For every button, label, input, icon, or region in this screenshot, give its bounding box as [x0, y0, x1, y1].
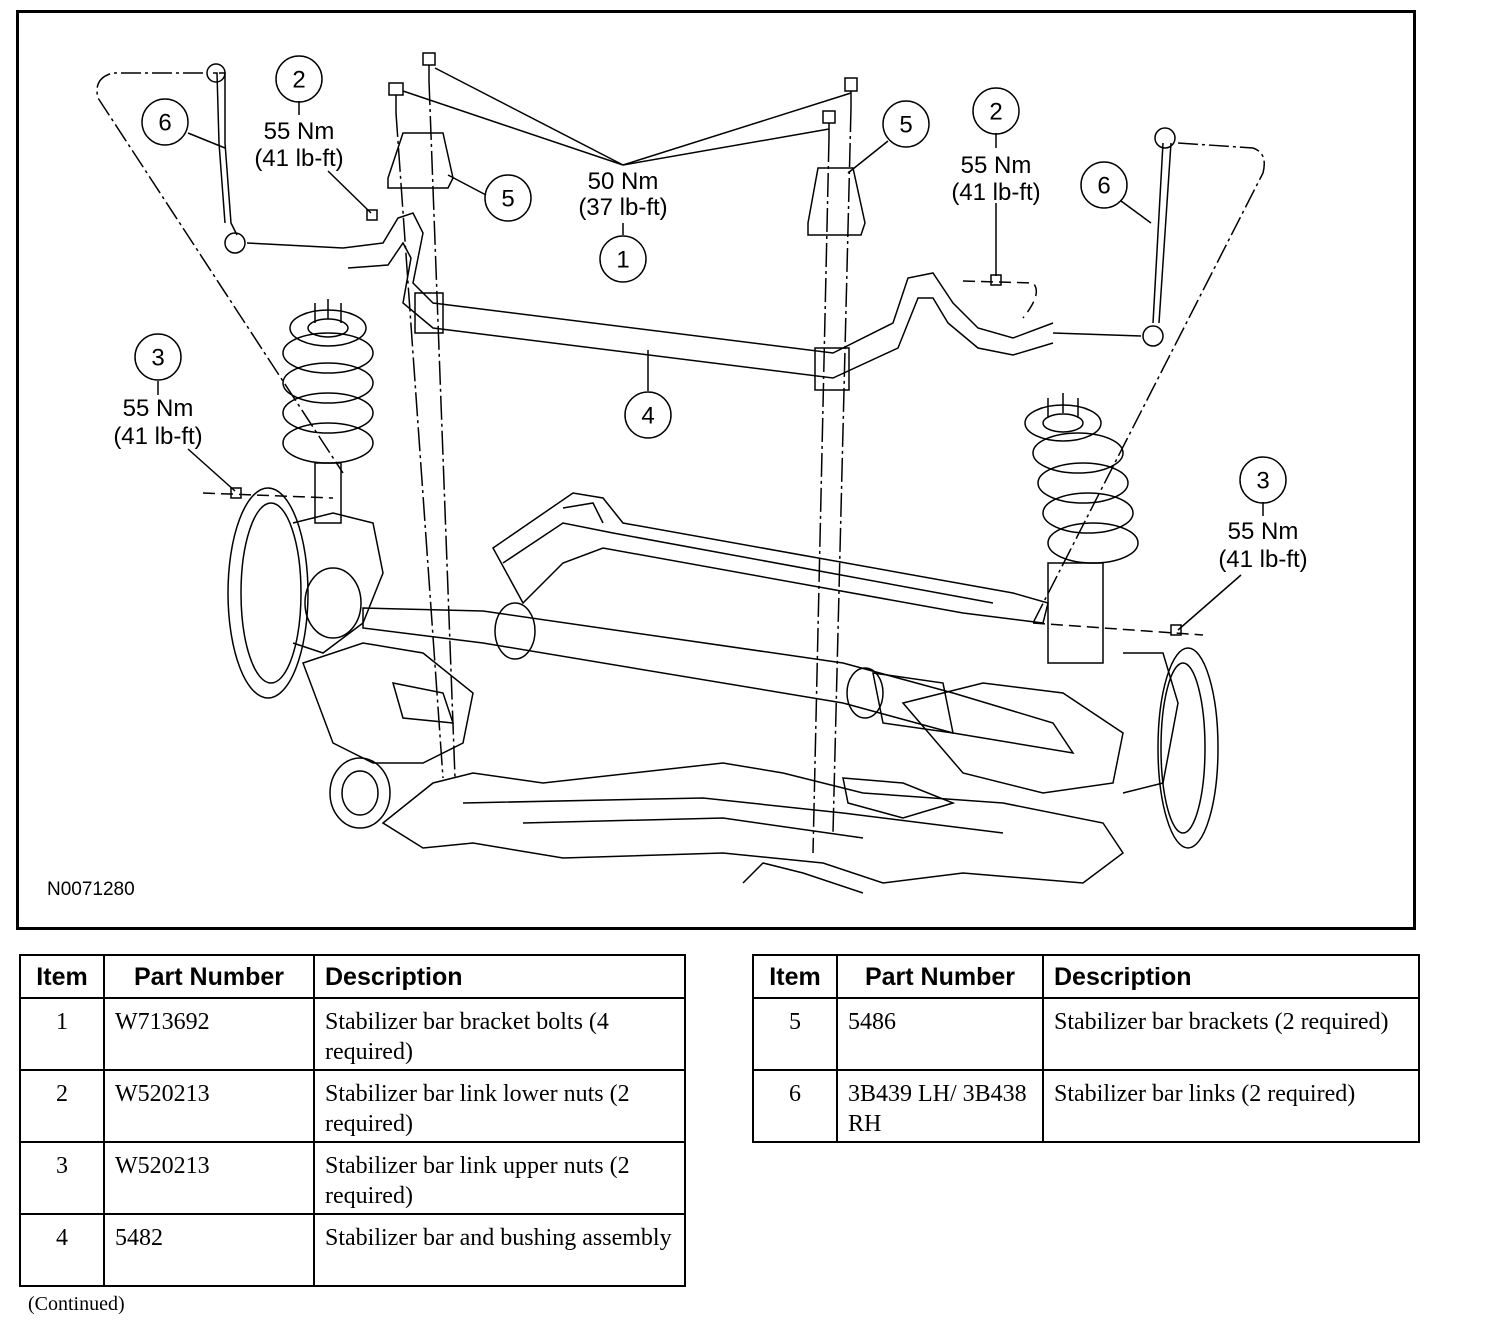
- callout-item-5-left: 5: [484, 174, 532, 222]
- table-row: 1 W713692 Stabilizer bar bracket bolts (…: [19, 997, 686, 1071]
- leader-lines: [157, 67, 1264, 631]
- callout-circle: [599, 235, 647, 283]
- table-row: 2 W520213 Stabilizer bar link lower nuts…: [19, 1069, 686, 1143]
- header-description: Description: [1042, 954, 1420, 999]
- callout-number: 6: [158, 110, 171, 137]
- callout-item-4: 4: [624, 391, 672, 439]
- cell-part-number: 3B439 LH/ 3B438 RH: [836, 1069, 1044, 1143]
- table-header-row: Item Part Number Description: [19, 954, 686, 999]
- torque-nm-label: 55 Nm: [264, 118, 335, 145]
- header-item: Item: [19, 954, 105, 999]
- callout-number: 4: [641, 403, 654, 430]
- cell-part-number: W520213: [103, 1141, 315, 1215]
- callout-circle: [484, 174, 532, 222]
- callout-circle: [882, 100, 930, 148]
- callout-number: 3: [1256, 468, 1269, 495]
- callout-item-2-left: 2 55 Nm (41 lb-ft): [254, 55, 344, 172]
- parts-table-left: Item Part Number Description 1 W713692 S…: [19, 954, 686, 1287]
- torque-lbft-label: (37 lb-ft): [578, 194, 667, 221]
- cell-item: 4: [19, 1213, 105, 1287]
- cell-part-number: W520213: [103, 1069, 315, 1143]
- parts-table-right: Item Part Number Description 5 5486 Stab…: [752, 954, 1420, 1143]
- torque-lbft-label: (41 lb-ft): [951, 179, 1040, 206]
- cell-item: 6: [752, 1069, 838, 1143]
- header-part-number: Part Number: [103, 954, 315, 999]
- callout-item-3-right: 3 55 Nm (41 lb-ft): [1218, 456, 1308, 573]
- torque-lbft-label: (41 lb-ft): [1218, 546, 1307, 573]
- callout-item-1: 50 Nm (37 lb-ft) 1: [578, 168, 668, 283]
- suspension-diagram: 50 Nm (37 lb-ft) 1 2 55 Nm (41 lb-ft) 2 …: [96, 52, 1308, 894]
- diagram-frame: 50 Nm (37 lb-ft) 1 2 55 Nm (41 lb-ft) 2 …: [16, 10, 1416, 930]
- cell-description: Stabilizer bar bracket bolts (4 required…: [313, 997, 686, 1071]
- torque-nm-label: 55 Nm: [1228, 518, 1299, 545]
- table-row: 5 5486 Stabilizer bar brackets (2 requir…: [752, 997, 1420, 1071]
- callout-item-6-left: 6: [141, 98, 189, 146]
- cell-description: Stabilizer bar link upper nuts (2 requir…: [313, 1141, 686, 1215]
- callout-item-3-left: 3 55 Nm (41 lb-ft): [113, 333, 203, 450]
- cell-part-number: W713692: [103, 997, 315, 1071]
- callout-number: 5: [899, 112, 912, 139]
- cell-description: Stabilizer bar and bushing assembly: [313, 1213, 686, 1287]
- callout-circle: [141, 98, 189, 146]
- figure-id: N0071280: [47, 879, 135, 900]
- callout-number: 1: [616, 247, 629, 274]
- table-row: 4 5482 Stabilizer bar and bushing assemb…: [19, 1213, 686, 1287]
- cell-item: 2: [19, 1069, 105, 1143]
- callout-circle: [1239, 456, 1287, 504]
- callout-number: 6: [1097, 173, 1110, 200]
- cell-part-number: 5482: [103, 1213, 315, 1287]
- callout-number: 3: [151, 345, 164, 372]
- callout-circle: [134, 333, 182, 381]
- subframe-drawing: [96, 52, 1265, 894]
- table-header-row: Item Part Number Description: [752, 954, 1420, 999]
- torque-nm-label: 55 Nm: [123, 395, 194, 422]
- cell-item: 1: [19, 997, 105, 1071]
- cell-description: Stabilizer bar link lower nuts (2 requir…: [313, 1069, 686, 1143]
- cell-part-number: 5486: [836, 997, 1044, 1071]
- callout-number: 2: [292, 67, 305, 94]
- table-row: 6 3B439 LH/ 3B438 RH Stabilizer bar link…: [752, 1069, 1420, 1143]
- table-row: 3 W520213 Stabilizer bar link upper nuts…: [19, 1141, 686, 1215]
- callout-item-2-right: 2 55 Nm (41 lb-ft): [951, 87, 1041, 206]
- cell-description: Stabilizer bar links (2 required): [1042, 1069, 1420, 1143]
- callout-circle: [624, 391, 672, 439]
- cell-item: 3: [19, 1141, 105, 1215]
- header-description: Description: [313, 954, 686, 999]
- callout-item-5-right: 5: [882, 100, 930, 148]
- callout-number: 2: [989, 99, 1002, 126]
- torque-nm-label: 55 Nm: [961, 152, 1032, 179]
- cell-description: Stabilizer bar brackets (2 required): [1042, 997, 1420, 1071]
- callout-circle: [275, 55, 323, 103]
- callout-circle: [972, 87, 1020, 135]
- torque-lbft-label: (41 lb-ft): [113, 423, 202, 450]
- continued-note: (Continued): [28, 1293, 125, 1315]
- torque-lbft-label: (41 lb-ft): [254, 145, 343, 172]
- header-item: Item: [752, 954, 838, 999]
- cell-item: 5: [752, 997, 838, 1071]
- callout-item-6-right: 6: [1080, 161, 1128, 209]
- callout-number: 5: [501, 186, 514, 213]
- header-part-number: Part Number: [836, 954, 1044, 999]
- torque-nm-label: 50 Nm: [588, 168, 659, 195]
- callout-circle: [1080, 161, 1128, 209]
